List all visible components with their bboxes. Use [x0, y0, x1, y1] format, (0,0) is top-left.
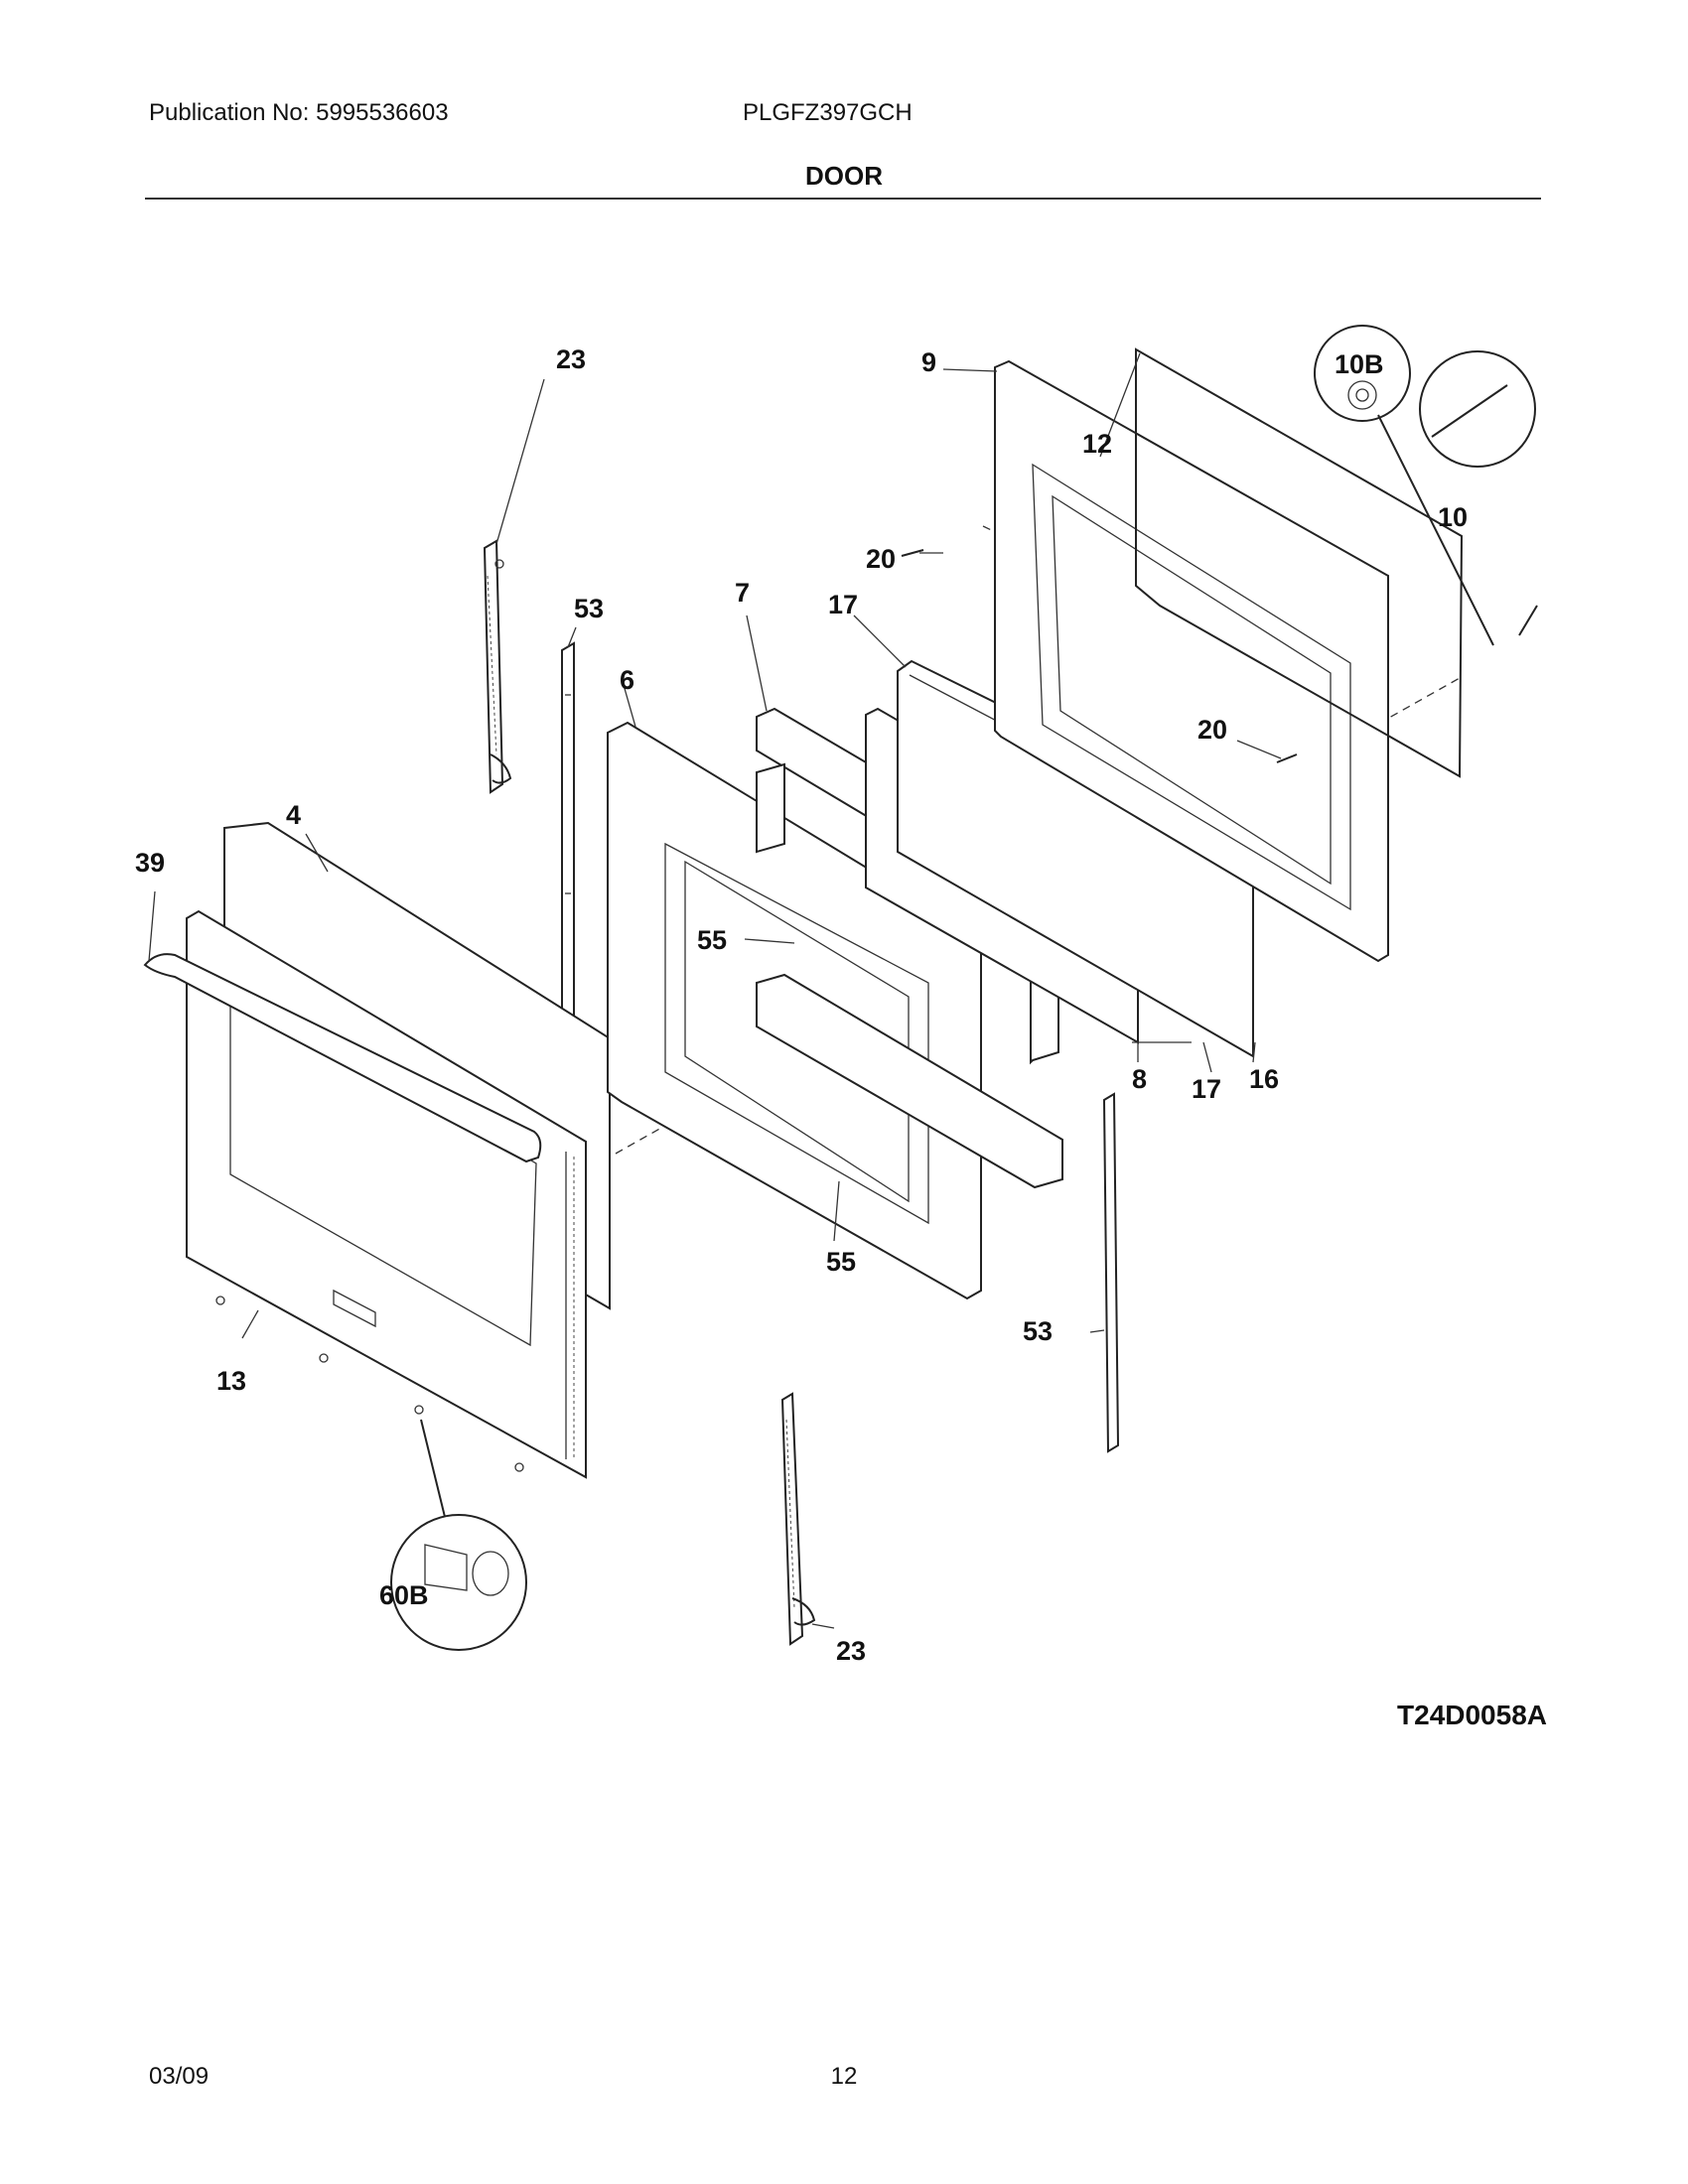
callout-8: 8	[1132, 1064, 1147, 1094]
part-10b-washer-detail	[1314, 325, 1494, 646]
leader-lines	[148, 352, 1282, 1629]
publication-date: 03/09	[149, 2063, 210, 2090]
part-53-strip-upper	[561, 641, 575, 1066]
callout-13: 13	[216, 1366, 246, 1396]
part-53-strip-lower	[1102, 1092, 1120, 1453]
model-number: PLGFZ397GCH	[743, 99, 913, 126]
callout-23b: 23	[836, 1636, 866, 1666]
part-23-hinge-upper	[483, 539, 512, 794]
part-60b-screw-detail	[390, 1419, 527, 1651]
callout-39: 39	[135, 848, 165, 878]
page-number: 12	[830, 2063, 858, 2090]
part-9-door-liner	[994, 359, 1389, 963]
publication-number: Publication No: 5995536603	[149, 99, 449, 126]
callout-17b: 17	[1192, 1074, 1221, 1104]
section-title: DOOR	[805, 161, 883, 191]
callout-10: 10	[1438, 502, 1468, 532]
callout-53b: 53	[1023, 1316, 1053, 1346]
callout-labels: 23 53 7 17 9 12 10B 10 20 6 4 39 55 20 8…	[135, 344, 1468, 1666]
callout-12: 12	[1082, 429, 1112, 459]
part-12-gasket	[1135, 347, 1464, 778]
callout-55b: 55	[826, 1247, 856, 1277]
callout-7: 7	[735, 578, 750, 608]
drawing-code: T24D0058A	[1397, 1700, 1547, 1730]
callout-4: 4	[286, 800, 301, 830]
callout-6: 6	[620, 665, 634, 695]
callout-17: 17	[828, 590, 858, 619]
part-10-bolt-detail	[1419, 350, 1538, 636]
part-39-handle	[143, 953, 542, 1163]
callout-60b: 60B	[379, 1580, 429, 1610]
callout-53: 53	[574, 594, 604, 623]
part-23-hinge-lower	[780, 1392, 816, 1646]
callout-23: 23	[556, 344, 586, 374]
header-divider	[145, 198, 1541, 200]
callout-20: 20	[866, 544, 896, 574]
door-screws	[215, 1296, 524, 1472]
part-13-outer-door	[186, 909, 587, 1479]
callout-20b: 20	[1197, 715, 1227, 745]
callout-9: 9	[921, 347, 936, 377]
callout-55: 55	[697, 925, 727, 955]
callout-10b: 10B	[1335, 349, 1384, 379]
part-20-screws	[901, 549, 1298, 763]
callout-16: 16	[1249, 1064, 1279, 1094]
